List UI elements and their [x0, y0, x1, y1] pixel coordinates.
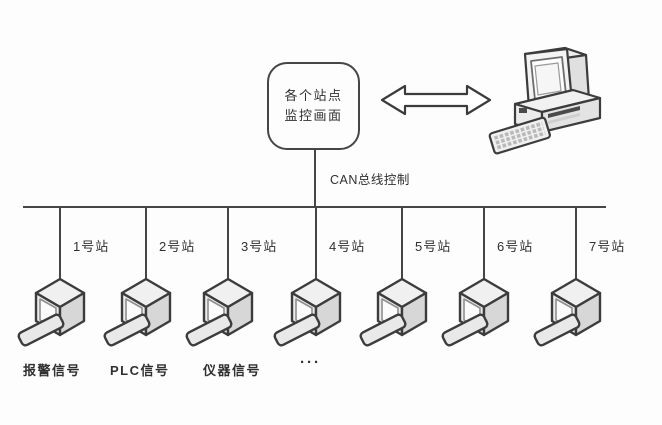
station-group-4: 4号站: [272, 207, 364, 367]
station-label: 5号站: [415, 239, 452, 254]
node-to-bus-connector: [314, 150, 316, 207]
station-group-7: 7号站: [532, 207, 624, 367]
station-group-6: 6号站: [440, 207, 532, 367]
workstation-icon: [532, 277, 602, 348]
can-bus-line: [23, 206, 606, 208]
bus-drop-line: [145, 207, 147, 283]
station-label: 3号站: [241, 239, 278, 254]
desktop-computer-icon: [488, 46, 602, 155]
station-group-3: 3号站: [184, 207, 276, 367]
workstation-icon: [184, 277, 254, 348]
station-group-5: 5号站: [358, 207, 450, 367]
workstation-icon: [440, 277, 510, 348]
signal-label-alarm: 报警信号: [23, 363, 82, 378]
ellipsis-label: ···: [300, 354, 321, 371]
station-label: 1号站: [73, 239, 110, 254]
station-label: 4号站: [329, 239, 366, 254]
monitor-node-line2: 监控画面: [284, 108, 343, 123]
double-arrow-icon: [380, 84, 492, 116]
bus-drop-line: [315, 207, 317, 283]
workstation-icon: [102, 277, 172, 348]
workstation-icon: [16, 277, 86, 348]
bus-drop-line: [227, 207, 229, 283]
workstation-icon: [272, 277, 342, 348]
signal-label-plc: PLC信号: [110, 363, 170, 378]
monitor-node-line1: 各个站点: [284, 87, 343, 103]
can-bus-label: CAN总线控制: [330, 173, 410, 187]
bus-drop-line: [401, 207, 403, 283]
station-group-2: 2号站: [102, 207, 194, 367]
signal-label-instrument: 仪器信号: [203, 363, 262, 378]
station-label: 7号站: [589, 239, 626, 254]
bus-drop-line: [59, 207, 61, 283]
bus-drop-line: [575, 207, 577, 283]
bus-drop-line: [483, 207, 485, 283]
station-group-1: 1号站: [16, 207, 108, 367]
workstation-icon: [358, 277, 428, 348]
station-label: 6号站: [497, 239, 534, 254]
station-label: 2号站: [159, 239, 196, 254]
monitor-screens-node: 各个站点 监控画面: [267, 62, 360, 150]
